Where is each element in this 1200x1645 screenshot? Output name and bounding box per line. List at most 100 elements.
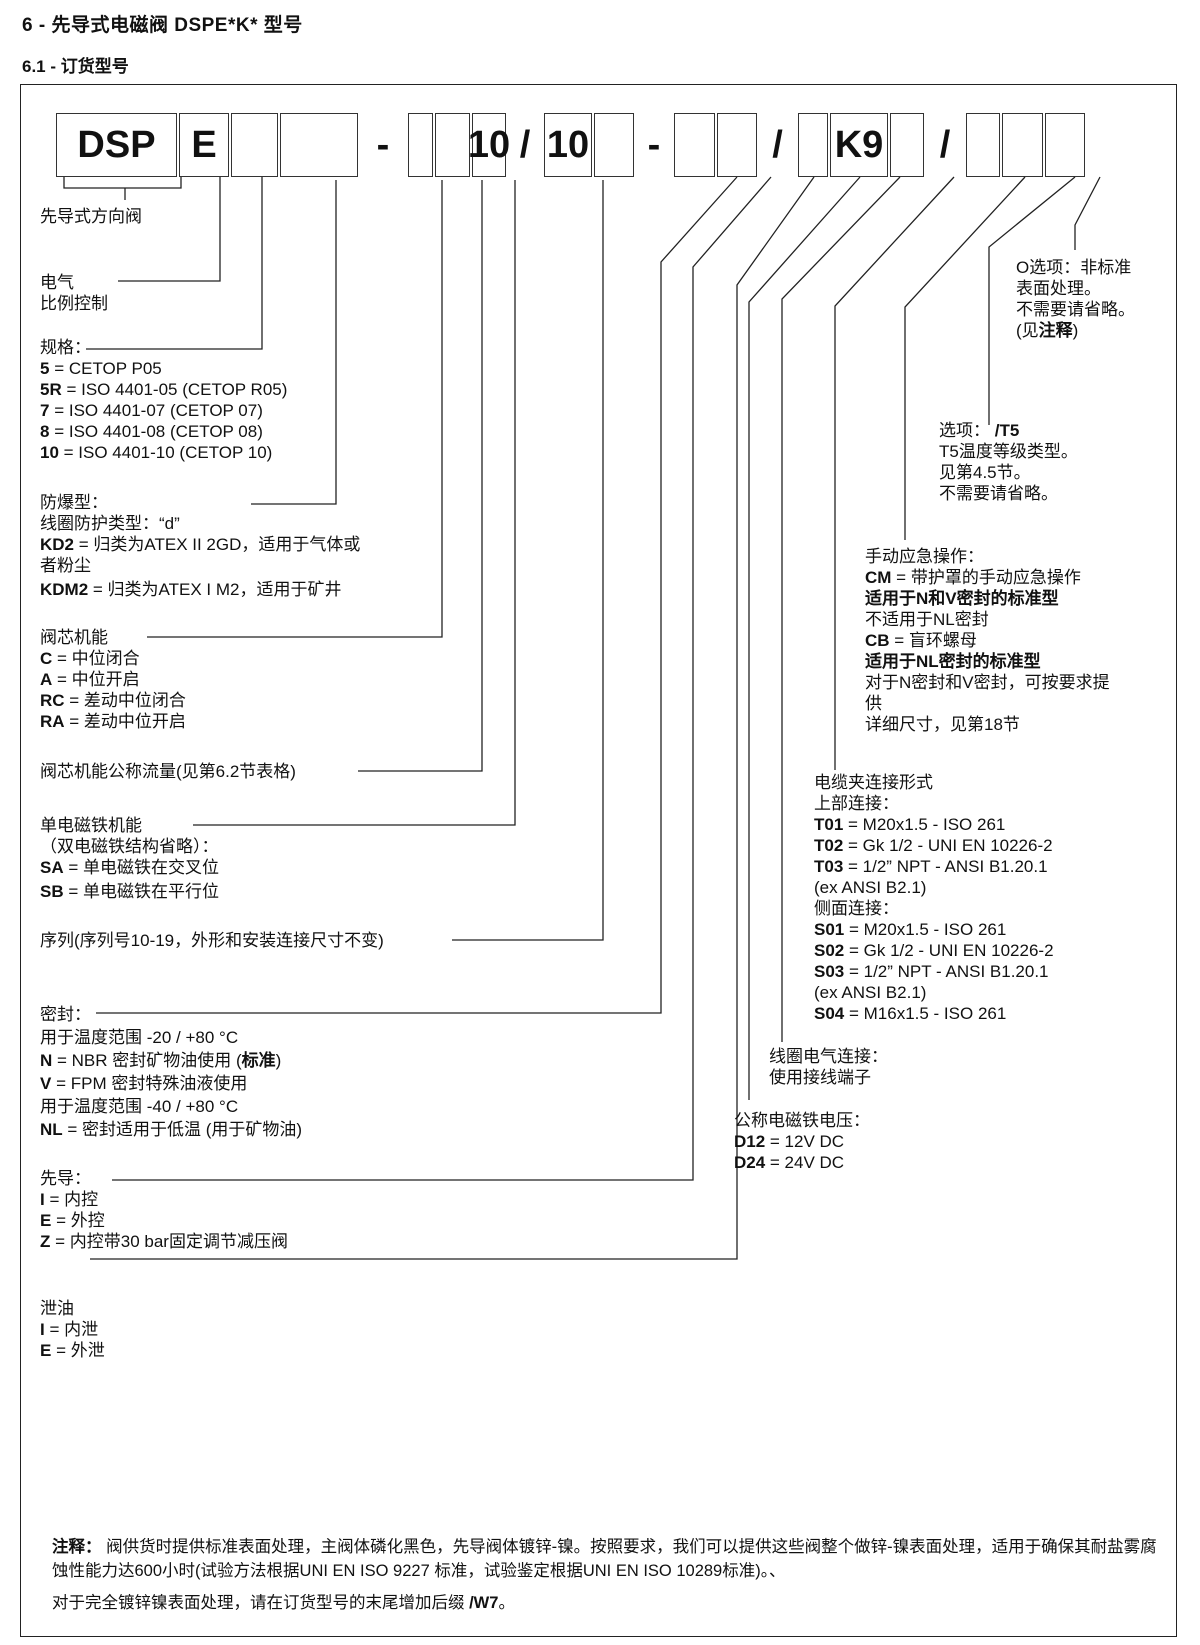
cable-side-item: S03 = 1/2” NPT - ANSI B1.20.1 — [814, 962, 1049, 981]
block-coil: 线圈电气连接： 使用接线端子 — [769, 1046, 888, 1088]
leader-spool — [147, 180, 443, 638]
order-code-frame — [20, 84, 1177, 1637]
pilot-item: I = 内控 — [40, 1190, 99, 1209]
manual-cb-note: 适用于NL密封的标准型 — [865, 652, 1041, 671]
coil-heading: 线圈电气连接： — [769, 1047, 888, 1066]
code-box-e: E — [179, 113, 229, 177]
leader-seal — [96, 176, 738, 1014]
code-box-size — [231, 113, 278, 177]
code-box-option-o — [1045, 113, 1085, 177]
code-box-t5 — [1002, 113, 1043, 177]
block-cable: 电缆夹连接形式 上部连接： T01 = M20x1.5 - ISO 261 T0… — [814, 772, 1054, 1024]
manual-cb: CB = 盲环螺母 — [865, 631, 977, 650]
flow-label: 阀芯机能公称流量(见第6.2节表格) — [40, 762, 296, 781]
option-o-line3: 不需要请省略。 — [1016, 300, 1135, 319]
seal-nl: NL = 密封适用于低温 (用于矿物油) — [40, 1120, 303, 1139]
code-separator-slash-1: / — [519, 123, 531, 166]
code-box-explosion — [280, 113, 358, 177]
option-o-line4: (见注释) — [1016, 321, 1079, 340]
size-item: 8 = ISO 4401-08 (CETOP 08) — [40, 422, 263, 441]
drain-item: E = 外泄 — [40, 1341, 105, 1360]
solenoid-heading: 单电磁铁机能 — [40, 816, 142, 835]
code-box-manual — [966, 113, 1000, 177]
manual-cb-l1: 对于N密封和V密封，可按要求提 — [865, 673, 1110, 692]
size-item: 10 = ISO 4401-10 (CETOP 10) — [40, 443, 273, 462]
option-o-line2: 表面处理。 — [1016, 279, 1101, 298]
cable-side-ex: (ex ANSI B2.1) — [814, 983, 927, 1002]
code-box-pilot — [674, 113, 715, 177]
block-series: 序列(序列号10-19，外形和安装连接尺寸不变) — [40, 930, 384, 951]
pilot-valve-label: 先导式方向阀 — [40, 207, 142, 226]
t5-line3: 见第4.5节。 — [939, 463, 1031, 482]
cable-side: 侧面连接： — [814, 899, 899, 918]
seal-v: V = FPM 密封特殊油液使用 — [40, 1074, 248, 1093]
spool-item: C = 中位闭合 — [40, 649, 140, 668]
cable-s04: S04 = M16x1.5 - ISO 261 — [814, 1004, 1007, 1023]
block-voltage: 公称电磁铁电压： D12 = 12V DC D24 = 24V DC — [734, 1110, 870, 1173]
block-electric: 电气 比例控制 — [40, 272, 108, 314]
seal-temp-1: 用于温度范围 -20 / +80 °C — [40, 1028, 239, 1047]
size-item: 5 = CETOP P05 — [40, 359, 162, 378]
explosion-coil-protection: 线圈防护类型：“d” — [40, 514, 180, 533]
spool-item: RC = 差动中位闭合 — [40, 691, 186, 710]
seal-n: N = NBR 密封矿物油使用 (标准) — [40, 1051, 282, 1070]
section-title: 6.1 - 订货型号 — [22, 57, 129, 76]
block-seal: 密封： 用于温度范围 -20 / +80 °C N = NBR 密封矿物油使用 … — [40, 1003, 302, 1141]
code-box-k9: K9 — [830, 113, 888, 177]
code-separator-dash-2: - — [647, 123, 661, 166]
explosion-kd2-cont: 者粉尘 — [40, 556, 91, 575]
t5-line1: 选项： /T5 — [939, 421, 1020, 440]
block-spool: 阀芯机能 C = 中位闭合 A = 中位开启 RC = 差动中位闭合 RA = … — [40, 627, 186, 732]
cable-top-item: T03 = 1/2” NPT - ANSI B1.20.1 — [814, 857, 1048, 876]
voltage-heading: 公称电磁铁电压： — [734, 1111, 870, 1130]
seal-temp-2: 用于温度范围 -40 / +80 °C — [40, 1097, 239, 1116]
cable-top: 上部连接： — [814, 794, 899, 813]
page-title: 6 - 先导式电磁阀 DSPE*K* 型号 — [22, 15, 303, 36]
code-box-cable — [890, 113, 924, 177]
seal-heading: 密封： — [40, 1005, 91, 1024]
bracket-dsp — [63, 177, 182, 189]
explosion-kd2: KD2 = 归类为ATEX II 2GD，适用于气体或 — [40, 535, 361, 554]
manual-cm: CM = 带护罩的手动应急操作 — [865, 568, 1081, 587]
spool-item: A = 中位开启 — [40, 670, 140, 689]
footnote-p1: 注释： 阀供货时提供标准表面处理，主阀体磷化黑色，先导阀体镀锌-镍。按照要求，我… — [52, 1538, 1157, 1580]
block-manual: 手动应急操作： CM = 带护罩的手动应急操作 适用于N和V密封的标准型 不适用… — [865, 546, 1110, 735]
code-box-flow — [435, 113, 470, 177]
electric-subtitle: 比例控制 — [40, 294, 108, 313]
pilot-heading: 先导： — [40, 1169, 91, 1188]
code-box-solenoid: 10 — [468, 113, 510, 177]
cable-top-item: T02 = Gk 1/2 - UNI EN 10226-2 — [814, 836, 1053, 855]
leader-option-o — [1074, 176, 1101, 250]
manual-cm-na: 不适用于NL密封 — [865, 610, 989, 629]
leader-voltage — [748, 176, 861, 1100]
cable-heading: 电缆夹连接形式 — [814, 773, 933, 792]
leader-manual — [904, 176, 1026, 540]
leader-t5 — [988, 176, 1076, 425]
code-separator-slash-2: / — [772, 123, 783, 166]
spool-heading: 阀芯机能 — [40, 628, 108, 647]
spool-item: RA = 差动中位开启 — [40, 712, 186, 731]
block-solenoid: 单电磁铁机能 （双电磁铁结构省略）： SA = 单电磁铁在交叉位 SB = 单电… — [40, 815, 219, 902]
block-option-o: O选项：非标准 表面处理。 不需要请省略。 (见注释) — [1016, 257, 1135, 341]
leader-pilot — [112, 176, 772, 1181]
drain-heading: 泄油 — [40, 1299, 74, 1318]
solenoid-note: （双电磁铁结构省略）： — [40, 837, 219, 856]
leader-size — [86, 177, 263, 350]
block-pilot-valve: 先导式方向阀 — [40, 206, 142, 227]
explosion-kdm2: KDM2 = 归类为ATEX I M2，适用于矿井 — [40, 580, 342, 599]
code-box-series: 10 — [544, 113, 592, 177]
voltage-item: D24 = 24V DC — [734, 1153, 845, 1172]
manual-heading: 手动应急操作： — [865, 547, 984, 566]
size-item: 7 = ISO 4401-07 (CETOP 07) — [40, 401, 263, 420]
leader-flow — [358, 180, 483, 772]
solenoid-item: SB = 单电磁铁在平行位 — [40, 882, 219, 901]
footnote: 注释： 阀供货时提供标准表面处理，主阀体磷化黑色，先导阀体镀锌-镍。按照要求，我… — [52, 1535, 1162, 1623]
size-heading: 规格： — [40, 338, 91, 357]
leader-cable — [834, 176, 955, 770]
code-box-drain — [717, 113, 757, 177]
footnote-p2: 对于完全镀锌镍表面处理，请在订货型号的末尾增加后缀 /W7。 — [52, 1594, 515, 1612]
block-pilot: 先导： I = 内控 E = 外控 Z = 内控带30 bar固定调节减压阀 — [40, 1168, 288, 1252]
block-drain: 泄油 I = 内泄 E = 外泄 — [40, 1298, 105, 1361]
code-box-dsp: DSP — [56, 113, 177, 177]
